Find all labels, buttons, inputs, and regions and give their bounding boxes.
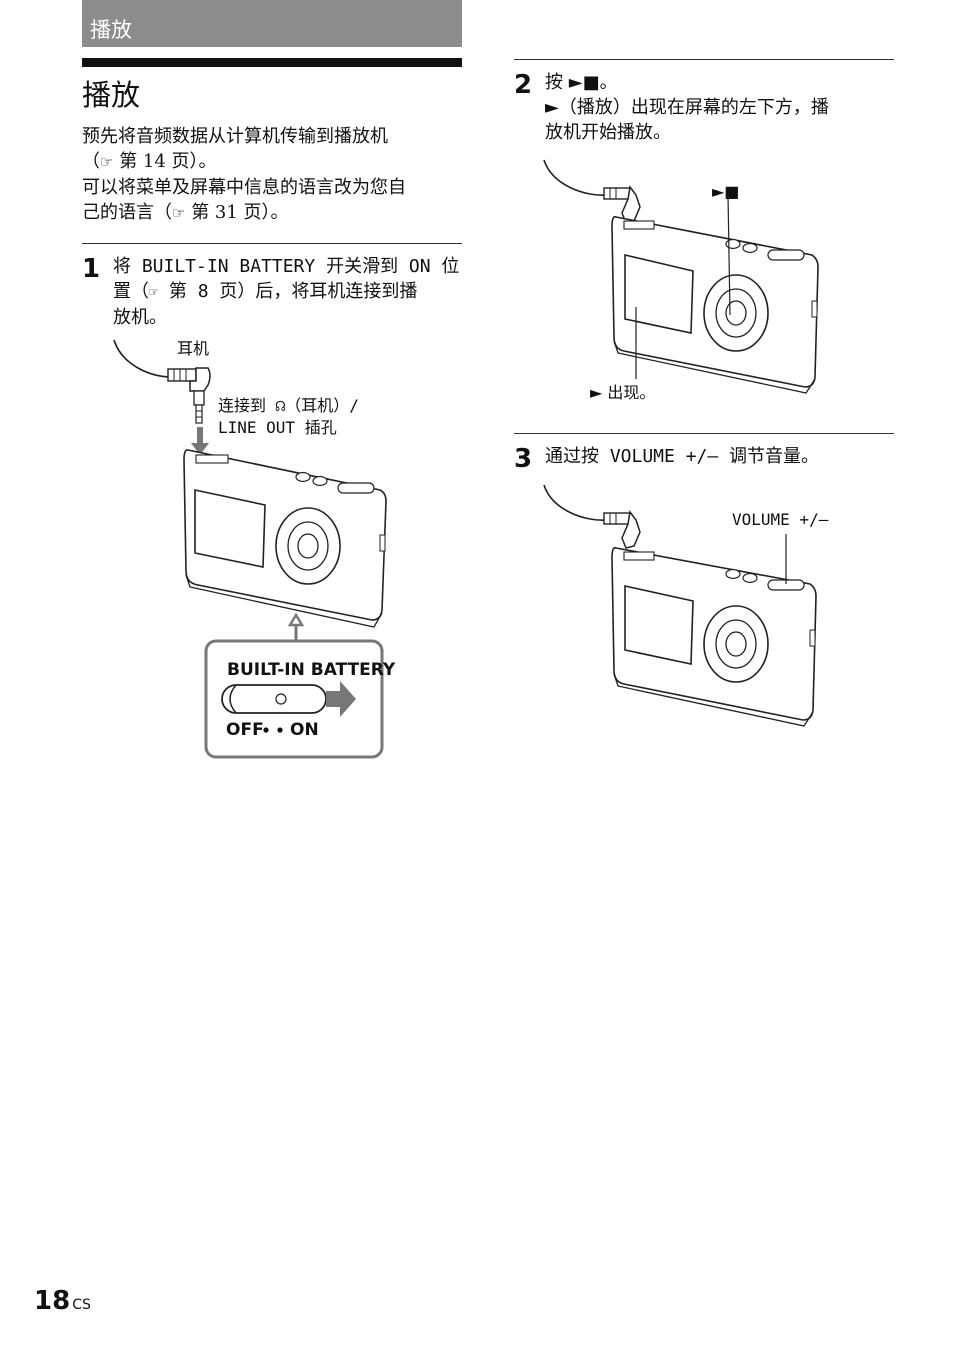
step-rule [82,243,462,244]
switch-off-label: OFF [226,720,264,740]
headphone-plug-icon [603,510,641,549]
step-rule [514,59,894,60]
step-2-number: 2 [514,70,533,100]
step-3-text: 通过按 VOLUME +/– 调节音量。 [545,446,820,467]
section-tab-label: 播放 [90,18,132,42]
connect-caption: 连接到 ☊（耳机）/ LINE OUT 插孔 [218,396,359,437]
page-title: 播放 [82,78,141,112]
step-1-illustration [113,339,387,759]
page-locale: CS [72,1297,91,1313]
step-1-text: 将 BUILT-IN BATTERY 开关滑到 ON 位 置（☞ 第 8 页）后… [113,256,460,328]
insert-arrow-icon [191,427,209,455]
step-3-number: 3 [514,444,533,474]
switch-title: BUILT-IN BATTERY [227,660,396,680]
headphone-plug-icon [603,185,641,224]
intro-line: （☞ 第 14 页）。 [82,151,217,172]
play-indicator-caption: ► 出现。 [590,383,656,402]
intro-line: 己的语言（☞ 第 31 页）。 [82,202,289,223]
intro-line: 可以将菜单及屏幕中信息的语言改为您自 [82,177,406,198]
player-icon [611,546,817,727]
step-2-illustration [543,159,819,394]
headphones-caption: 耳机 [177,339,210,358]
volume-button-caption: VOLUME +/– [732,510,829,529]
play-stop-button-caption: ►■ [712,182,740,201]
player-icon [183,449,387,628]
headphone-plug-icon [167,367,211,424]
battery-switch-icon [221,684,327,714]
intro-paragraph: 预先将音频数据从计算机传输到播放机 （☞ 第 14 页）。 可以将菜单及屏幕中信… [82,124,462,226]
reference-icon: ☞ [172,204,186,222]
player-icon [611,215,819,394]
on-direction-arrow-icon [326,681,356,717]
reference-icon: ☞ [149,283,159,301]
section-tab: 播放 [82,0,462,47]
step-2-text: 按 ►■。 ►（播放）出现在屏幕的左下方，播 放机开始播放。 [545,72,829,143]
step-rule [514,433,894,434]
step-3-illustration [543,484,817,727]
intro-line: 预先将音频数据从计算机传输到播放机 [82,126,388,147]
button-leader-line [727,194,731,316]
headphone-cable [113,339,173,378]
step-1-number: 1 [82,254,101,284]
reference-icon: ☞ [100,153,114,171]
title-rule [82,58,462,67]
switch-on-label: ON [290,720,319,740]
